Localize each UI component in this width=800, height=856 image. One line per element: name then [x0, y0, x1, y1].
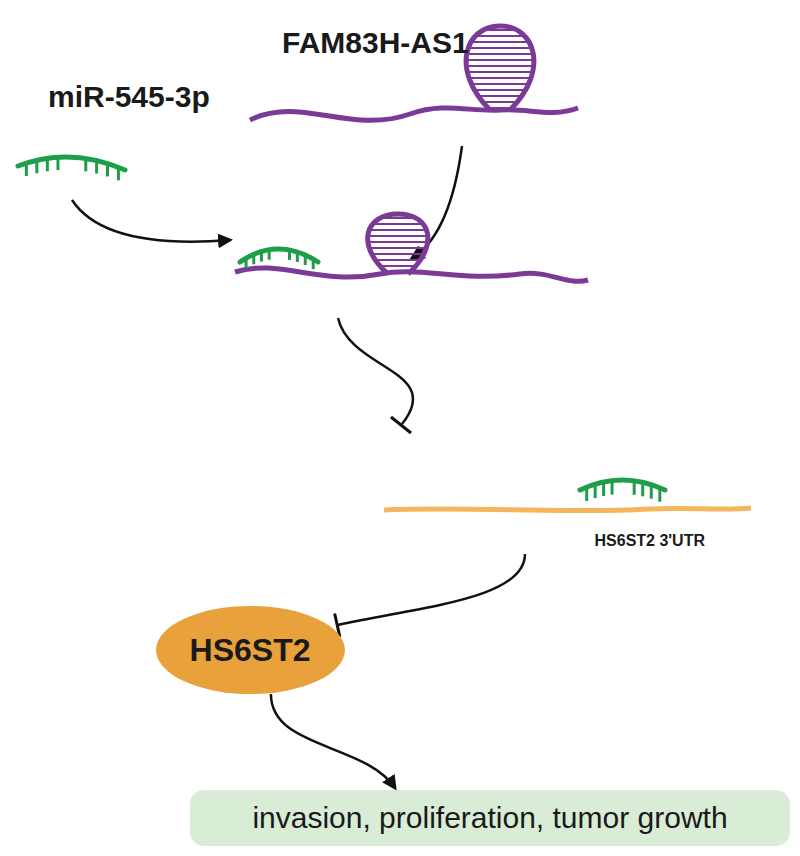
hatch-stroke	[355, 217, 440, 219]
hatch-stroke	[455, 101, 545, 103]
outcome-box: invasion, proliferation, tumor growth	[190, 790, 790, 846]
lncrna-hairpin	[368, 214, 428, 274]
mirna-base	[106, 163, 109, 176]
mirna-base	[95, 160, 98, 173]
mirna-base	[56, 157, 59, 170]
protein-name: HS6ST2	[190, 632, 311, 669]
utr-line	[384, 508, 751, 511]
hatch-stroke	[455, 107, 545, 109]
mirna-base	[585, 487, 588, 501]
mirna-base	[260, 252, 263, 262]
utr-strand: HS6ST2 3'UTR	[380, 468, 755, 554]
molecule-label: FAM83H-AS1	[282, 26, 469, 60]
utr-label: HS6ST2 3'UTR	[595, 532, 706, 550]
lncrna-hairpin	[466, 26, 534, 110]
connector-line	[271, 694, 395, 788]
connector-line	[337, 554, 525, 625]
mirna-base	[641, 482, 644, 496]
hatch-stroke	[355, 223, 440, 225]
arrow-connector	[271, 694, 395, 788]
ellipse-fill	[156, 606, 345, 694]
mirna-base	[658, 488, 661, 502]
mirna-base	[633, 481, 636, 495]
hatch-stroke	[355, 253, 440, 255]
mirna-base	[312, 259, 315, 269]
mirna-base	[268, 250, 271, 260]
mirna-base	[288, 250, 291, 260]
mirna-strand	[240, 249, 318, 269]
molecule-label: miR-545-3p	[48, 80, 210, 114]
mirna-base	[84, 158, 87, 171]
mirna-base	[304, 255, 307, 265]
mirna-base	[117, 167, 120, 180]
mirna-base	[35, 160, 38, 173]
mirna-strand	[18, 157, 125, 180]
mirna-base	[46, 158, 49, 171]
inhibition-bar	[391, 417, 411, 433]
hatch-stroke	[355, 265, 440, 267]
mirna-base	[602, 482, 605, 496]
protein-ellipse: HS6ST2	[155, 605, 346, 695]
hatch-stroke	[355, 271, 440, 273]
hatch-stroke	[455, 95, 545, 97]
binding-arrow	[72, 200, 230, 242]
inhibition-connector	[335, 554, 525, 637]
mirna-base	[252, 254, 255, 264]
mirna-base	[611, 481, 614, 495]
hatch-stroke	[455, 89, 545, 91]
inhibition-line	[338, 318, 413, 424]
lncrna-strand	[250, 108, 578, 120]
mirna-base	[245, 258, 248, 268]
outcome-text: invasion, proliferation, tumor growth	[252, 801, 727, 835]
hatch-stroke	[355, 259, 440, 261]
mirna-base	[25, 163, 28, 176]
mirna-base	[594, 484, 597, 498]
mirna-strand	[580, 480, 665, 502]
mirna-base	[296, 252, 299, 262]
mirna-base	[650, 485, 653, 499]
